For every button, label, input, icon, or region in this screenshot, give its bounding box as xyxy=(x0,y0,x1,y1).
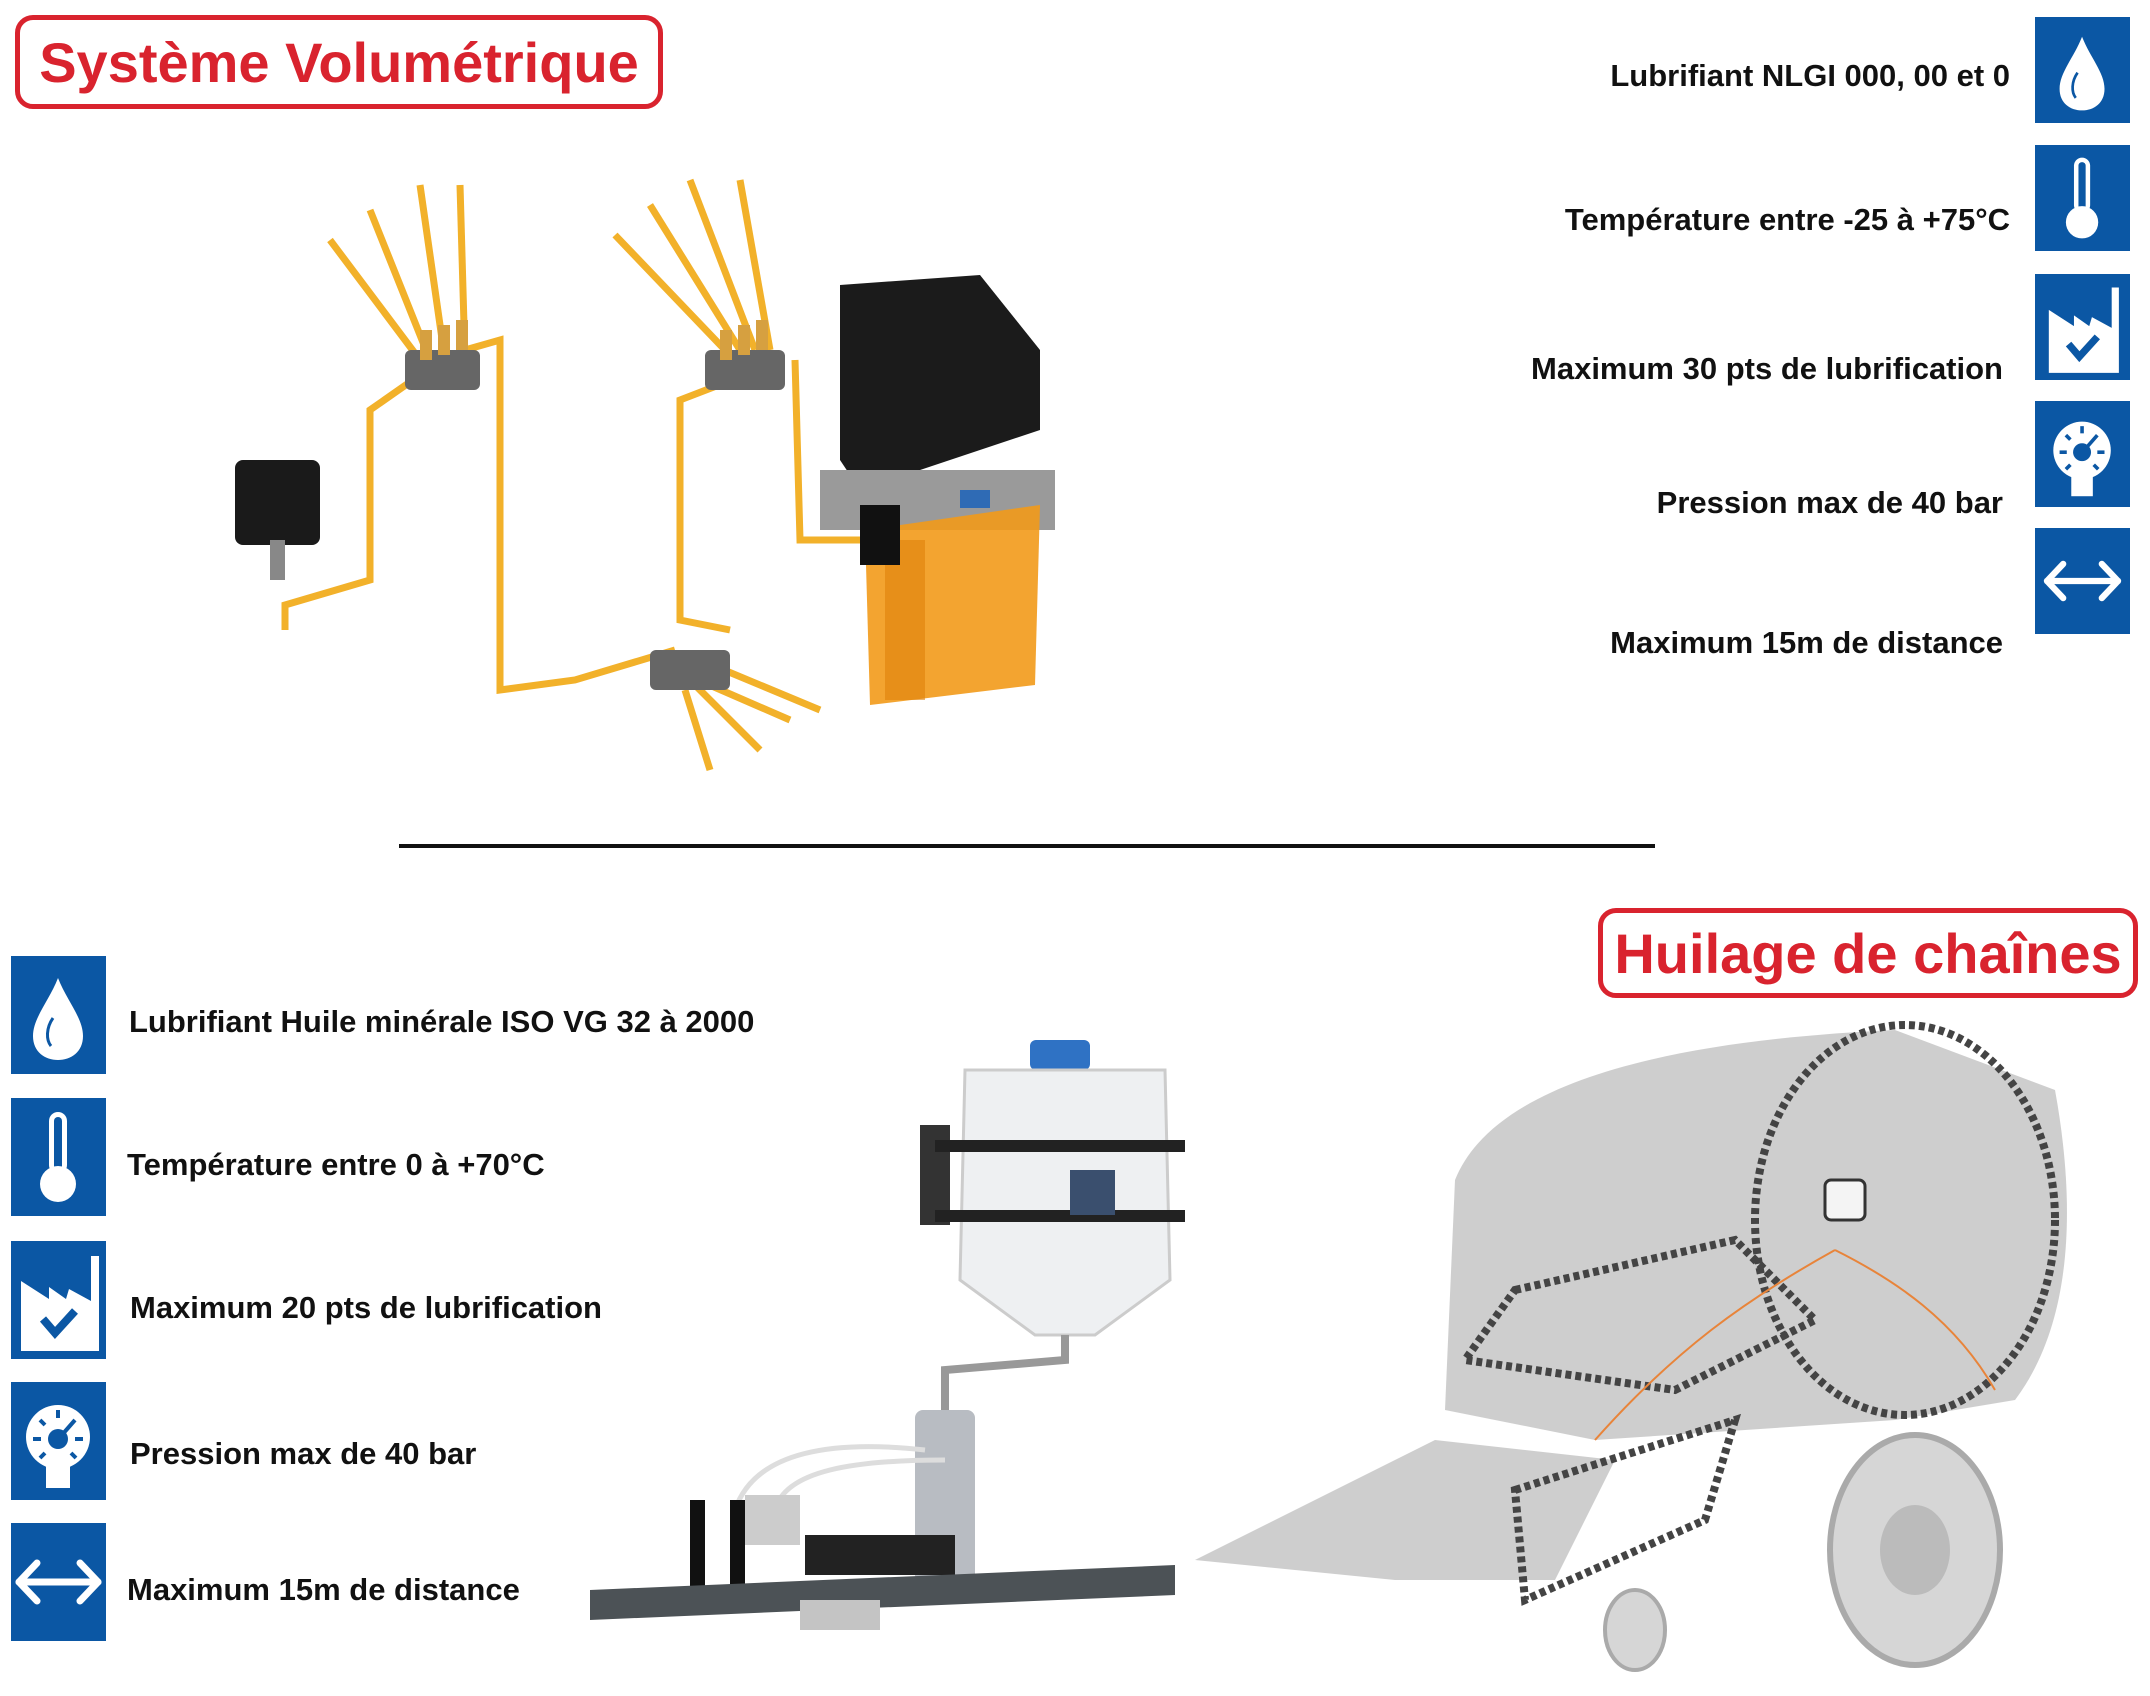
lubrication-pump xyxy=(820,275,1055,705)
volumetric-system-title: Système Volumétrique xyxy=(15,15,663,109)
baler-machine-illustration xyxy=(1195,1021,2067,1672)
feature-pressure: Pression max de 40 bar xyxy=(1656,485,2003,520)
feature-lubrication-points: Maximum 30 pts de lubrification xyxy=(1531,351,2003,386)
feature-lubricant: Lubrifiant Huile minérale ISO VG 32 à 20… xyxy=(129,1004,755,1039)
pressure-gauge-icon xyxy=(11,1382,106,1500)
pump-unit xyxy=(805,1410,975,1590)
double-arrow-icon xyxy=(2035,528,2130,634)
pump-solenoid xyxy=(235,460,320,580)
factory-check-icon xyxy=(2035,274,2130,380)
thermometer-icon xyxy=(2035,145,2130,251)
feature-distance: Maximum 15m de distance xyxy=(127,1572,520,1607)
thermometer-icon xyxy=(11,1098,106,1216)
feature-distance: Maximum 15m de distance xyxy=(1610,625,2003,660)
chain-oiling-title: Huilage de chaînes xyxy=(1598,908,2138,998)
chain-oiler-illustration xyxy=(590,1040,1185,1630)
feature-temperature: Température entre 0 à +70°C xyxy=(127,1147,545,1182)
drop-icon xyxy=(11,956,106,1074)
double-arrow-icon xyxy=(11,1523,106,1641)
pressure-gauge-icon xyxy=(2035,401,2130,507)
drop-icon xyxy=(2035,17,2130,123)
oil-tank xyxy=(920,1040,1185,1337)
feature-pressure: Pression max de 40 bar xyxy=(130,1436,477,1471)
feature-lubricant: Lubrifiant NLGI 000, 00 et 0 xyxy=(1610,58,2010,93)
roller-chain xyxy=(590,1565,1175,1620)
feature-lubrication-points: Maximum 20 pts de lubrification xyxy=(130,1290,602,1325)
volumetric-system-illustration xyxy=(235,178,1055,772)
feature-temperature: Température entre -25 à +75°C xyxy=(1564,202,2010,237)
factory-check-icon xyxy=(11,1241,106,1359)
section-divider xyxy=(399,844,1655,848)
